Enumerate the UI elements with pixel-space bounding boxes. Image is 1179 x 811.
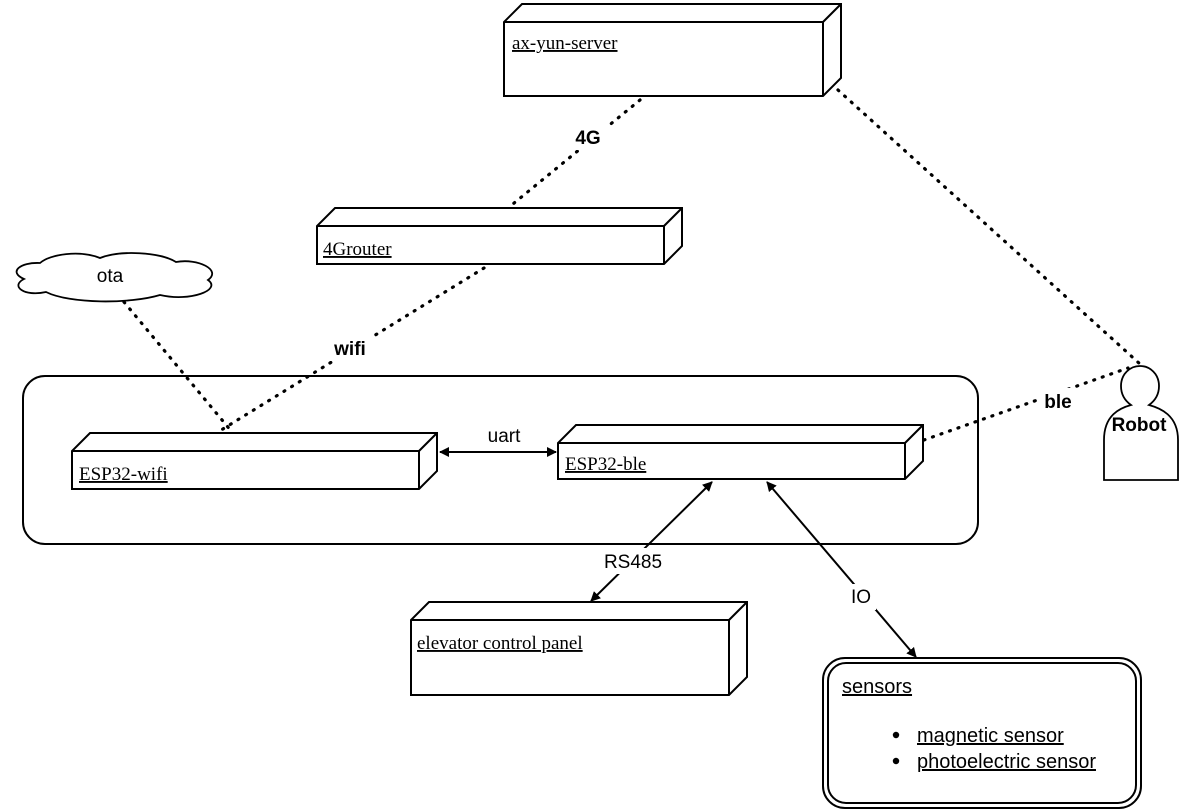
esp32-wifi-node: ESP32-wifi bbox=[71, 432, 438, 490]
label-ble: ble bbox=[1044, 392, 1071, 413]
label-io: IO bbox=[851, 587, 871, 608]
label-rs485: RS485 bbox=[604, 552, 662, 573]
esp32-ble-label: ESP32-ble bbox=[565, 454, 646, 475]
router-label: 4Grouter bbox=[323, 239, 392, 260]
sensors-title: sensors bbox=[842, 676, 912, 698]
esp32-ble-node: ESP32-ble bbox=[557, 424, 924, 480]
router-node: 4Grouter bbox=[316, 207, 683, 265]
robot-actor-icon: Robot bbox=[1103, 365, 1179, 481]
robot-label: Robot bbox=[1112, 415, 1168, 436]
bullet-icon bbox=[892, 731, 900, 739]
device-group-container bbox=[22, 375, 979, 545]
link-server-router-4g bbox=[506, 98, 642, 210]
bullet-icon bbox=[892, 757, 900, 765]
sensor-item: photoelectric sensor bbox=[917, 751, 1096, 773]
elevator-node: elevator control panel bbox=[410, 601, 748, 696]
ota-cloud: ota bbox=[15, 252, 214, 303]
elevator-label: elevator control panel bbox=[417, 633, 583, 654]
esp32-wifi-label: ESP32-wifi bbox=[79, 464, 168, 485]
link-router-wifi bbox=[216, 266, 486, 434]
server-label: ax-yun-server bbox=[512, 33, 618, 54]
link-server-robot bbox=[836, 88, 1142, 366]
label-wifi: wifi bbox=[333, 339, 366, 360]
link-ota-wifi bbox=[122, 300, 234, 434]
link-io-arrow bbox=[766, 481, 917, 658]
sensor-item: magnetic sensor bbox=[917, 725, 1064, 747]
link-ble-robot bbox=[922, 366, 1130, 442]
ota-label: ota bbox=[97, 266, 124, 287]
label-uart: uart bbox=[488, 426, 521, 447]
link-rs485-arrow bbox=[590, 481, 713, 602]
label-4g: 4G bbox=[575, 128, 600, 149]
sensors-node: sensors magnetic sensor photoelectric se… bbox=[822, 657, 1142, 809]
server-node: ax-yun-server bbox=[503, 3, 842, 97]
